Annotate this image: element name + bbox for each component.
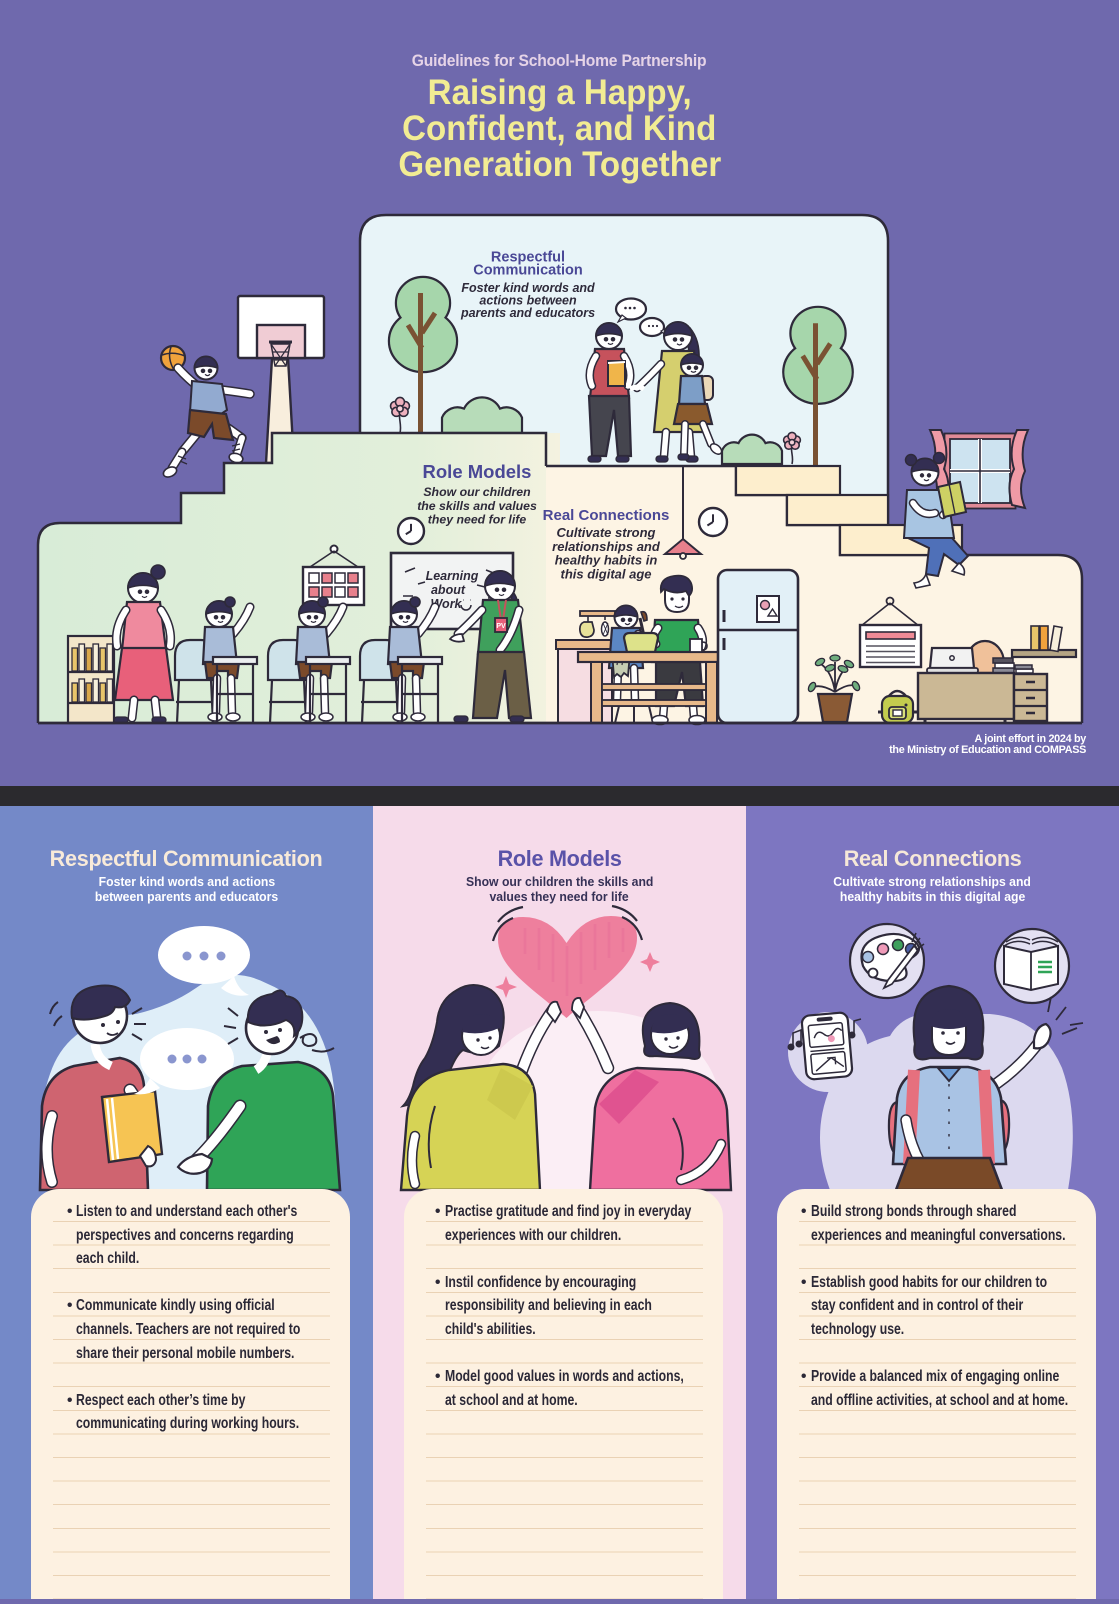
svg-text:healthy habits in: healthy habits in (555, 553, 658, 568)
svg-text:Cultivate strong: Cultivate strong (557, 525, 656, 540)
svg-text:the skills and values: the skills and values (417, 499, 537, 513)
svg-text:Show our children: Show our children (423, 485, 530, 499)
svg-text:actions between: actions between (479, 294, 577, 308)
svg-text:about: about (431, 583, 466, 597)
svg-text:relationships and: relationships and (552, 539, 661, 554)
svg-text:they need for life: they need for life (428, 513, 527, 527)
svg-text:Foster kind words and: Foster kind words and (461, 281, 595, 295)
svg-text:Role Models: Role Models (423, 461, 532, 482)
svg-text:Real Connections: Real Connections (543, 507, 670, 524)
svg-text:parents and educators: parents and educators (460, 306, 595, 320)
svg-text:Respectful: Respectful (491, 250, 565, 266)
svg-text:this digital age: this digital age (560, 566, 651, 581)
svg-text:Learning: Learning (426, 569, 479, 583)
svg-text:Communication: Communication (473, 263, 583, 279)
svg-text:PV: PV (496, 623, 506, 630)
